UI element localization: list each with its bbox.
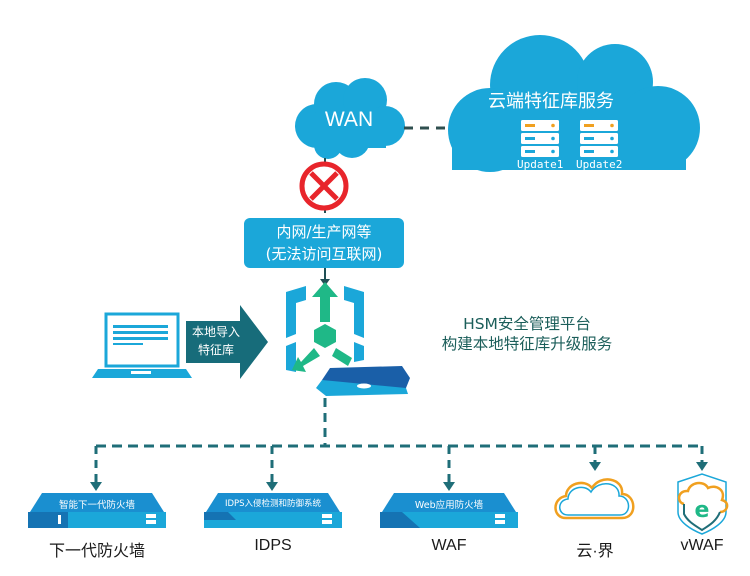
idps-appliance-icon — [204, 493, 342, 528]
device-label-firewall: 下一代防火墙 — [48, 543, 145, 560]
device-label-cloud: 云·界 — [576, 543, 614, 560]
firewall-appliance-icon — [28, 493, 166, 528]
intranet-line2: (无法访问互联网) — [265, 245, 383, 263]
hsm-subtitle: 构建本地特征库升级服务 — [441, 335, 613, 353]
drop-arrows — [90, 462, 708, 491]
intranet-box: 内网/生产网等 (无法访问互联网) — [244, 218, 404, 268]
device-label-waf: WAF — [431, 537, 467, 554]
server-update2-label: Update2 — [576, 158, 623, 171]
local-import-line1: 本地导入 — [191, 325, 240, 339]
device-label-vwaf: vWAF — [680, 537, 724, 554]
idps-panel-text: IDPS入侵检测和防御系统 — [224, 499, 322, 509]
laptop-icon — [92, 312, 192, 378]
local-import-label: 本地导入 特征库 — [186, 323, 246, 359]
cloud-service-title: 云端特征库服务 — [488, 91, 614, 112]
waf-panel-text: Web应用防火墙 — [414, 500, 484, 511]
firewall-panel-text: 智能下一代防火墙 — [58, 500, 135, 511]
wan-cloud — [295, 78, 405, 159]
device-drops — [94, 446, 704, 484]
svg-text:e: e — [695, 498, 710, 523]
device-label-idps: IDPS — [254, 537, 292, 554]
wan-label: WAN — [324, 108, 374, 131]
server-update1-label: Update1 — [517, 158, 564, 171]
server-update1-icon — [521, 120, 559, 157]
local-import-line2: 特征库 — [197, 343, 234, 357]
hsm-description: HSM安全管理平台 构建本地特征库升级服务 — [418, 314, 636, 354]
blocked-icon — [299, 161, 349, 211]
import-arrow-icon — [186, 305, 268, 379]
intranet-line1: 内网/生产网等 — [276, 223, 372, 241]
waf-appliance-icon — [380, 493, 518, 528]
hsm-platform-icon — [286, 282, 410, 396]
hsm-title: HSM安全管理平台 — [463, 315, 591, 333]
server-update2-icon — [580, 120, 618, 157]
cloud-service — [448, 35, 700, 172]
vwaf-shield-icon: e — [677, 473, 729, 535]
cloud-outline-inner — [559, 483, 630, 516]
